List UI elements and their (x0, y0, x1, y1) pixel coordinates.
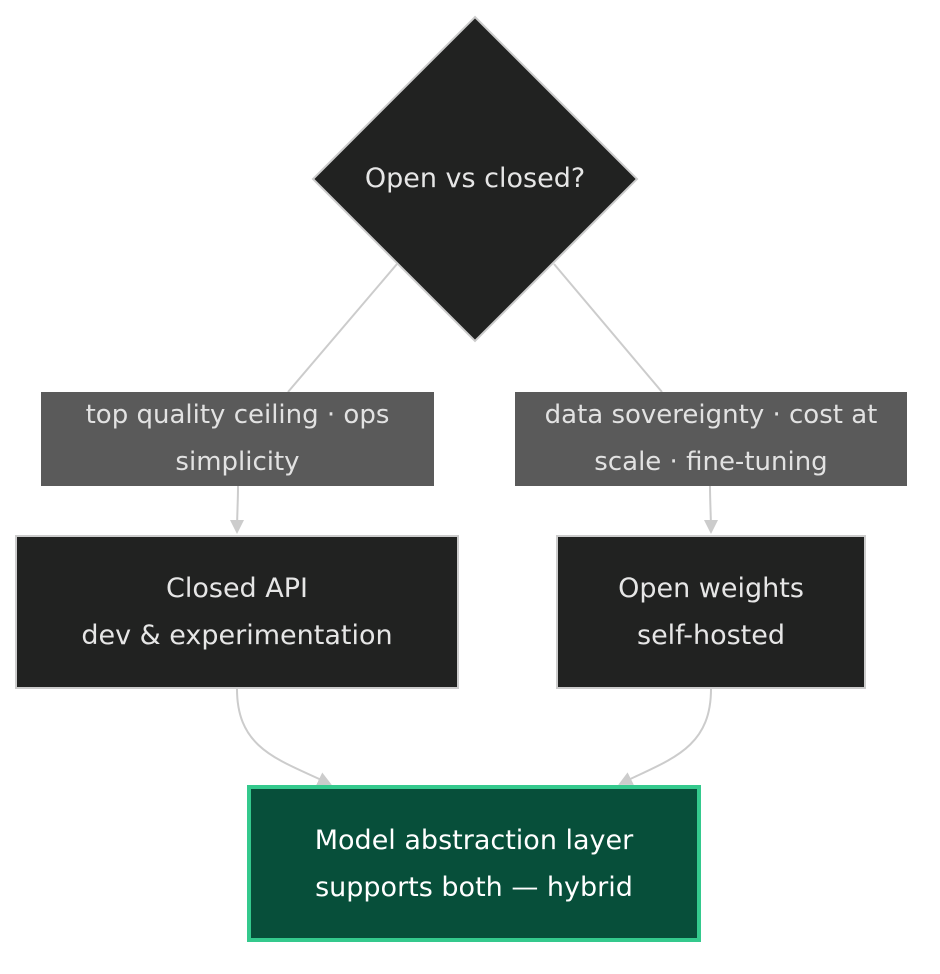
open-weights-label-line1: Open weights (618, 573, 804, 604)
closed-edge-label-line1: top quality ceiling · ops (85, 400, 390, 430)
open-edge-label-line1: data sovereignty · cost at (544, 400, 878, 430)
closed-edge-label: top quality ceiling · ops simplicity (41, 392, 434, 486)
open-weights-label: Open weights self-hosted (557, 536, 865, 688)
abstraction-layer-label-line2: supports both — hybrid (315, 871, 633, 903)
closed-api-label: Closed API dev & experimentation (16, 536, 458, 688)
decision-label: Open vs closed? (313, 155, 637, 202)
edge-decision-to-closed-label (287, 263, 398, 393)
abstraction-layer-label-line1: Model abstraction layer (314, 824, 634, 856)
abstraction-layer-label: Model abstraction layer supports both — … (249, 787, 699, 940)
open-edge-label: data sovereignty · cost at scale · fine-… (515, 392, 907, 486)
edge-closed-label-to-closed (230, 485, 245, 534)
closed-api-box (15, 535, 459, 689)
open-edge-label-line2: scale · fine-tuning (594, 447, 828, 477)
edge-closed-to-result (236, 688, 332, 786)
closed-edge-label-line2: simplicity (175, 447, 300, 477)
decision-diamond (311, 15, 639, 343)
decision-label-text: Open vs closed? (364, 163, 586, 194)
closed-api-label-line2: dev & experimentation (81, 620, 393, 651)
edge-decision-to-open-label (553, 263, 663, 393)
edge-open-label-to-open (703, 485, 718, 534)
closed-api-label-line1: Closed API (166, 573, 308, 604)
edge-open-to-result (618, 688, 712, 785)
abstraction-layer-box (247, 785, 701, 942)
open-weights-box (556, 535, 866, 689)
open-weights-label-line2: self-hosted (637, 620, 785, 651)
